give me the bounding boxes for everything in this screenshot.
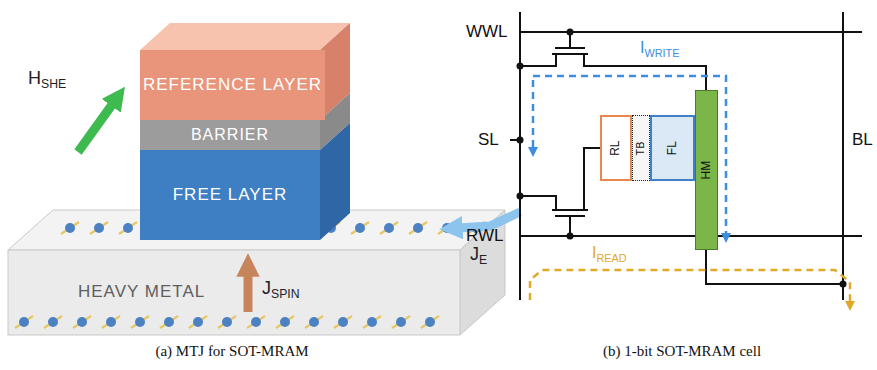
bitline-label: BL xyxy=(852,130,873,150)
subfigure-caption: (a) MTJ for SOT-MRAM xyxy=(155,343,308,360)
layer-label: HEAVY METAL xyxy=(78,282,205,302)
layer-label: FL xyxy=(665,141,679,155)
wordline-label: RWL xyxy=(466,226,503,246)
heavy-metal-strip: HM xyxy=(695,90,718,250)
write-current-path xyxy=(532,80,535,152)
reference-layer: REFERENCE LAYER xyxy=(140,50,325,120)
tunnel-barrier: TB xyxy=(632,115,650,181)
layer-label: FREE LAYER xyxy=(173,185,288,205)
charge-current-arrow xyxy=(458,212,520,228)
field-label: HSHE xyxy=(28,68,66,91)
layer-label: TB xyxy=(635,141,648,155)
free-layer: FREE LAYER xyxy=(140,150,320,240)
read-current-path xyxy=(530,270,850,306)
mtj-stack-faces xyxy=(140,23,350,240)
subfigure-caption: (b) 1-bit SOT-MRAM cell xyxy=(603,343,761,360)
circuit-wires xyxy=(520,12,862,300)
spin-current-arrow xyxy=(244,272,253,312)
charge-current-label: JE xyxy=(470,244,487,267)
layer-label: REFERENCE LAYER xyxy=(143,75,322,95)
layer-label: RL xyxy=(609,140,623,155)
junction-dots xyxy=(517,29,847,288)
layer-label: BARRIER xyxy=(191,125,269,144)
write-current-label: IWRITE xyxy=(640,39,680,59)
sourceline-label: SL xyxy=(478,130,499,150)
sl-stub xyxy=(510,139,520,141)
spin-current-label: JSPIN xyxy=(262,278,300,301)
layer-label: HM xyxy=(699,161,713,180)
heavy-metal: HEAVY METAL xyxy=(8,250,460,335)
wordline-label: WWL xyxy=(466,22,508,42)
read-current-label: IREAD xyxy=(592,244,627,264)
mtj-free-layer: FL xyxy=(650,115,695,181)
mtj-reference-layer: RL xyxy=(600,115,632,181)
barrier-layer: BARRIER xyxy=(140,120,320,150)
field-arrow xyxy=(78,102,114,152)
